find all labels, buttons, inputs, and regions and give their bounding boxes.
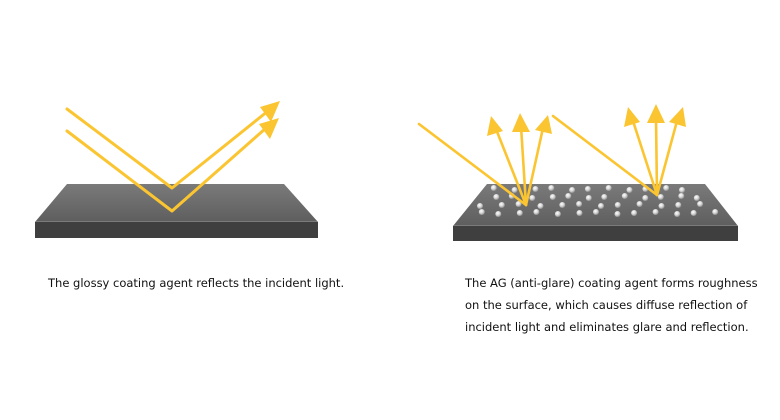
roughness-bead: [584, 186, 591, 192]
ag-light-rays-right: [551, 114, 679, 197]
roughness-bead: [697, 201, 704, 207]
roughness-bead: [559, 202, 566, 208]
roughness-bead: [585, 195, 592, 201]
glossy-surface-slab: [35, 184, 318, 238]
roughness-bead: [490, 185, 497, 191]
roughness-bead: [549, 194, 556, 200]
ag-diffuse-ray-left-1: [494, 127, 528, 207]
glossy-surface-side: [35, 222, 318, 238]
roughness-bead: [657, 194, 664, 200]
ag-diffuse-arrowhead-right-2: [647, 104, 665, 123]
roughness-bead: [569, 187, 576, 193]
anti-glare-caption: The AG (anti-glare) coating agent forms …: [465, 276, 758, 334]
roughness-bead: [631, 210, 638, 216]
glossy-ray-lower: [65, 126, 268, 213]
roughness-bead: [576, 210, 583, 216]
roughness-bead: [495, 211, 502, 217]
roughness-bead: [614, 211, 621, 217]
ag-diffuse-arrowhead-right-3: [669, 107, 686, 127]
roughness-bead: [652, 209, 659, 215]
roughness-bead: [663, 185, 670, 191]
glossy-surface-top: [35, 184, 318, 222]
ag-diffuse-ray-right-3: [655, 119, 679, 197]
ag-surface-side: [453, 226, 738, 241]
ag-roughness-beads: [477, 185, 719, 217]
roughness-bead: [636, 201, 643, 207]
roughness-bead: [565, 193, 572, 199]
roughness-bead: [576, 201, 583, 207]
roughness-bead: [533, 209, 540, 215]
roughness-bead: [532, 186, 539, 192]
ag-diffuse-ray-left-2: [519, 124, 528, 207]
roughness-bead: [478, 209, 485, 215]
glossy-ray-upper-arrowhead: [260, 101, 280, 122]
roughness-bead: [712, 209, 719, 215]
ag-surface-top: [453, 184, 738, 226]
roughness-bead: [477, 203, 483, 209]
ag-light-rays-left: [417, 122, 545, 207]
ag-diffuse-ray-right-2: [654, 116, 659, 197]
ag-diffuse-ray-left-3: [524, 126, 545, 207]
roughness-bead: [678, 193, 685, 199]
roughness-bead: [593, 209, 599, 215]
roughness-bead: [626, 187, 633, 193]
ag-incident-ray-left: [417, 122, 528, 207]
roughness-bead: [529, 195, 536, 201]
roughness-bead: [511, 187, 518, 193]
roughness-bead: [516, 210, 523, 216]
roughness-bead: [614, 202, 621, 208]
ag-diffuse-arrowhead-right-1: [624, 107, 640, 127]
roughness-bead: [554, 211, 561, 217]
roughness-bead: [493, 194, 500, 200]
ag-incident-ray-right: [551, 114, 659, 197]
ag-diffuse-arrowhead-left-3: [535, 115, 552, 134]
roughness-bead: [515, 201, 522, 207]
roughness-bead: [598, 203, 604, 209]
roughness-bead: [621, 193, 628, 199]
glossy-caption: The glossy coating agent reflects the in…: [48, 276, 345, 290]
ag-diffuse-arrowhead-left-1: [487, 116, 503, 136]
ag-diffuse-ray-right-1: [631, 119, 659, 197]
glossy-ray-lower-arrowhead: [259, 118, 279, 139]
roughness-bead: [674, 211, 681, 217]
roughness-bead: [690, 210, 697, 216]
roughness-bead: [537, 203, 544, 209]
roughness-bead: [693, 195, 700, 201]
glossy-ray-upper: [65, 107, 270, 190]
roughness-bead: [498, 202, 505, 208]
roughness-bead: [548, 185, 555, 191]
roughness-bead: [658, 203, 665, 209]
roughness-bead: [679, 187, 685, 193]
roughness-bead: [642, 195, 649, 201]
roughness-bead: [605, 185, 612, 191]
roughness-bead: [601, 194, 608, 200]
glossy-light-rays: [65, 107, 270, 213]
ag-diffuse-arrowhead-left-2: [512, 113, 530, 132]
roughness-bead: [675, 202, 682, 208]
